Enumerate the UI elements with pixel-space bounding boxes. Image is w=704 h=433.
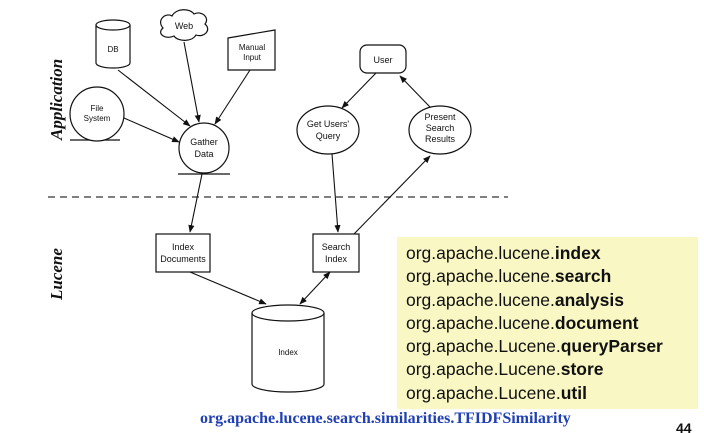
arrow-manual-to-gather: [214, 69, 251, 125]
lane-label-lucene: Lucene: [47, 248, 66, 301]
search-index-label-1: Search: [322, 242, 351, 252]
web-node: Web: [160, 9, 209, 41]
index-documents-label-2: Documents: [160, 254, 206, 264]
gather-data-node: Gather Data: [178, 122, 230, 175]
arrow-query-to-searchindex: [331, 153, 341, 233]
arrow-user-to-query: [341, 72, 377, 109]
present-label-1: Present: [424, 112, 456, 122]
web-label: Web: [175, 21, 193, 31]
arrow-gather-to-indexdocs: [188, 173, 203, 233]
similarity-class-caption: org.apache.lucene.search.similarities.TF…: [200, 410, 571, 427]
file-system-node: File System: [69, 86, 125, 142]
arrows: [117, 41, 431, 305]
package-line: org.apache.Lucene.util: [406, 382, 587, 403]
get-users-query-label-1: Get Users': [307, 119, 350, 129]
index-documents-node: Index Documents: [155, 233, 211, 273]
package-line: org.apache.Lucene.queryParser: [406, 336, 663, 357]
lane-label-application: Application: [47, 59, 66, 141]
arrow-db-to-gather: [117, 69, 191, 127]
arrow-searchindex-store: [299, 271, 331, 305]
get-users-query-label-2: Query: [316, 131, 341, 141]
arrow-searchindex-to-present: [353, 155, 431, 235]
db-label: DB: [107, 45, 118, 54]
user-node: User: [359, 44, 407, 74]
package-line: org.apache.lucene.search: [406, 266, 612, 287]
lucene-packages-box: org.apache.lucene.index org.apache.lucen…: [397, 237, 698, 409]
index-store-label: Index: [278, 348, 298, 357]
package-line: org.apache.lucene.index: [406, 243, 601, 263]
manual-input-node: Manual Input: [227, 29, 276, 71]
arrow-present-to-user: [399, 75, 431, 108]
gather-data-label-1: Gather: [190, 137, 218, 147]
user-label: User: [373, 55, 392, 65]
package-line: org.apache.lucene.document: [406, 312, 639, 333]
present-search-results-node: Present Search Results: [408, 105, 472, 155]
search-index-label-2: Index: [325, 254, 348, 264]
index-store-node: Index: [251, 304, 325, 393]
gather-data-label-2: Data: [194, 149, 213, 159]
arrow-filesystem-to-gather: [123, 117, 180, 143]
present-label-3: Results: [425, 134, 456, 144]
index-documents-label-1: Index: [172, 242, 195, 252]
manual-input-label-1: Manual: [239, 43, 265, 52]
package-line: org.apache.lucene.analysis: [406, 289, 624, 310]
manual-input-label-2: Input: [243, 53, 262, 62]
package-line: org.apache.Lucene.store: [406, 359, 604, 380]
page-number: 44: [676, 421, 692, 433]
search-index-node: Search Index: [312, 233, 360, 273]
present-label-2: Search: [426, 123, 455, 133]
file-system-label-2: System: [84, 114, 111, 123]
arrow-web-to-gather: [183, 41, 201, 123]
db-node: DB: [95, 19, 131, 69]
arrow-indexdocs-to-store: [189, 271, 267, 305]
get-users-query-node: Get Users' Query: [296, 105, 360, 155]
file-system-label-1: File: [91, 104, 104, 113]
